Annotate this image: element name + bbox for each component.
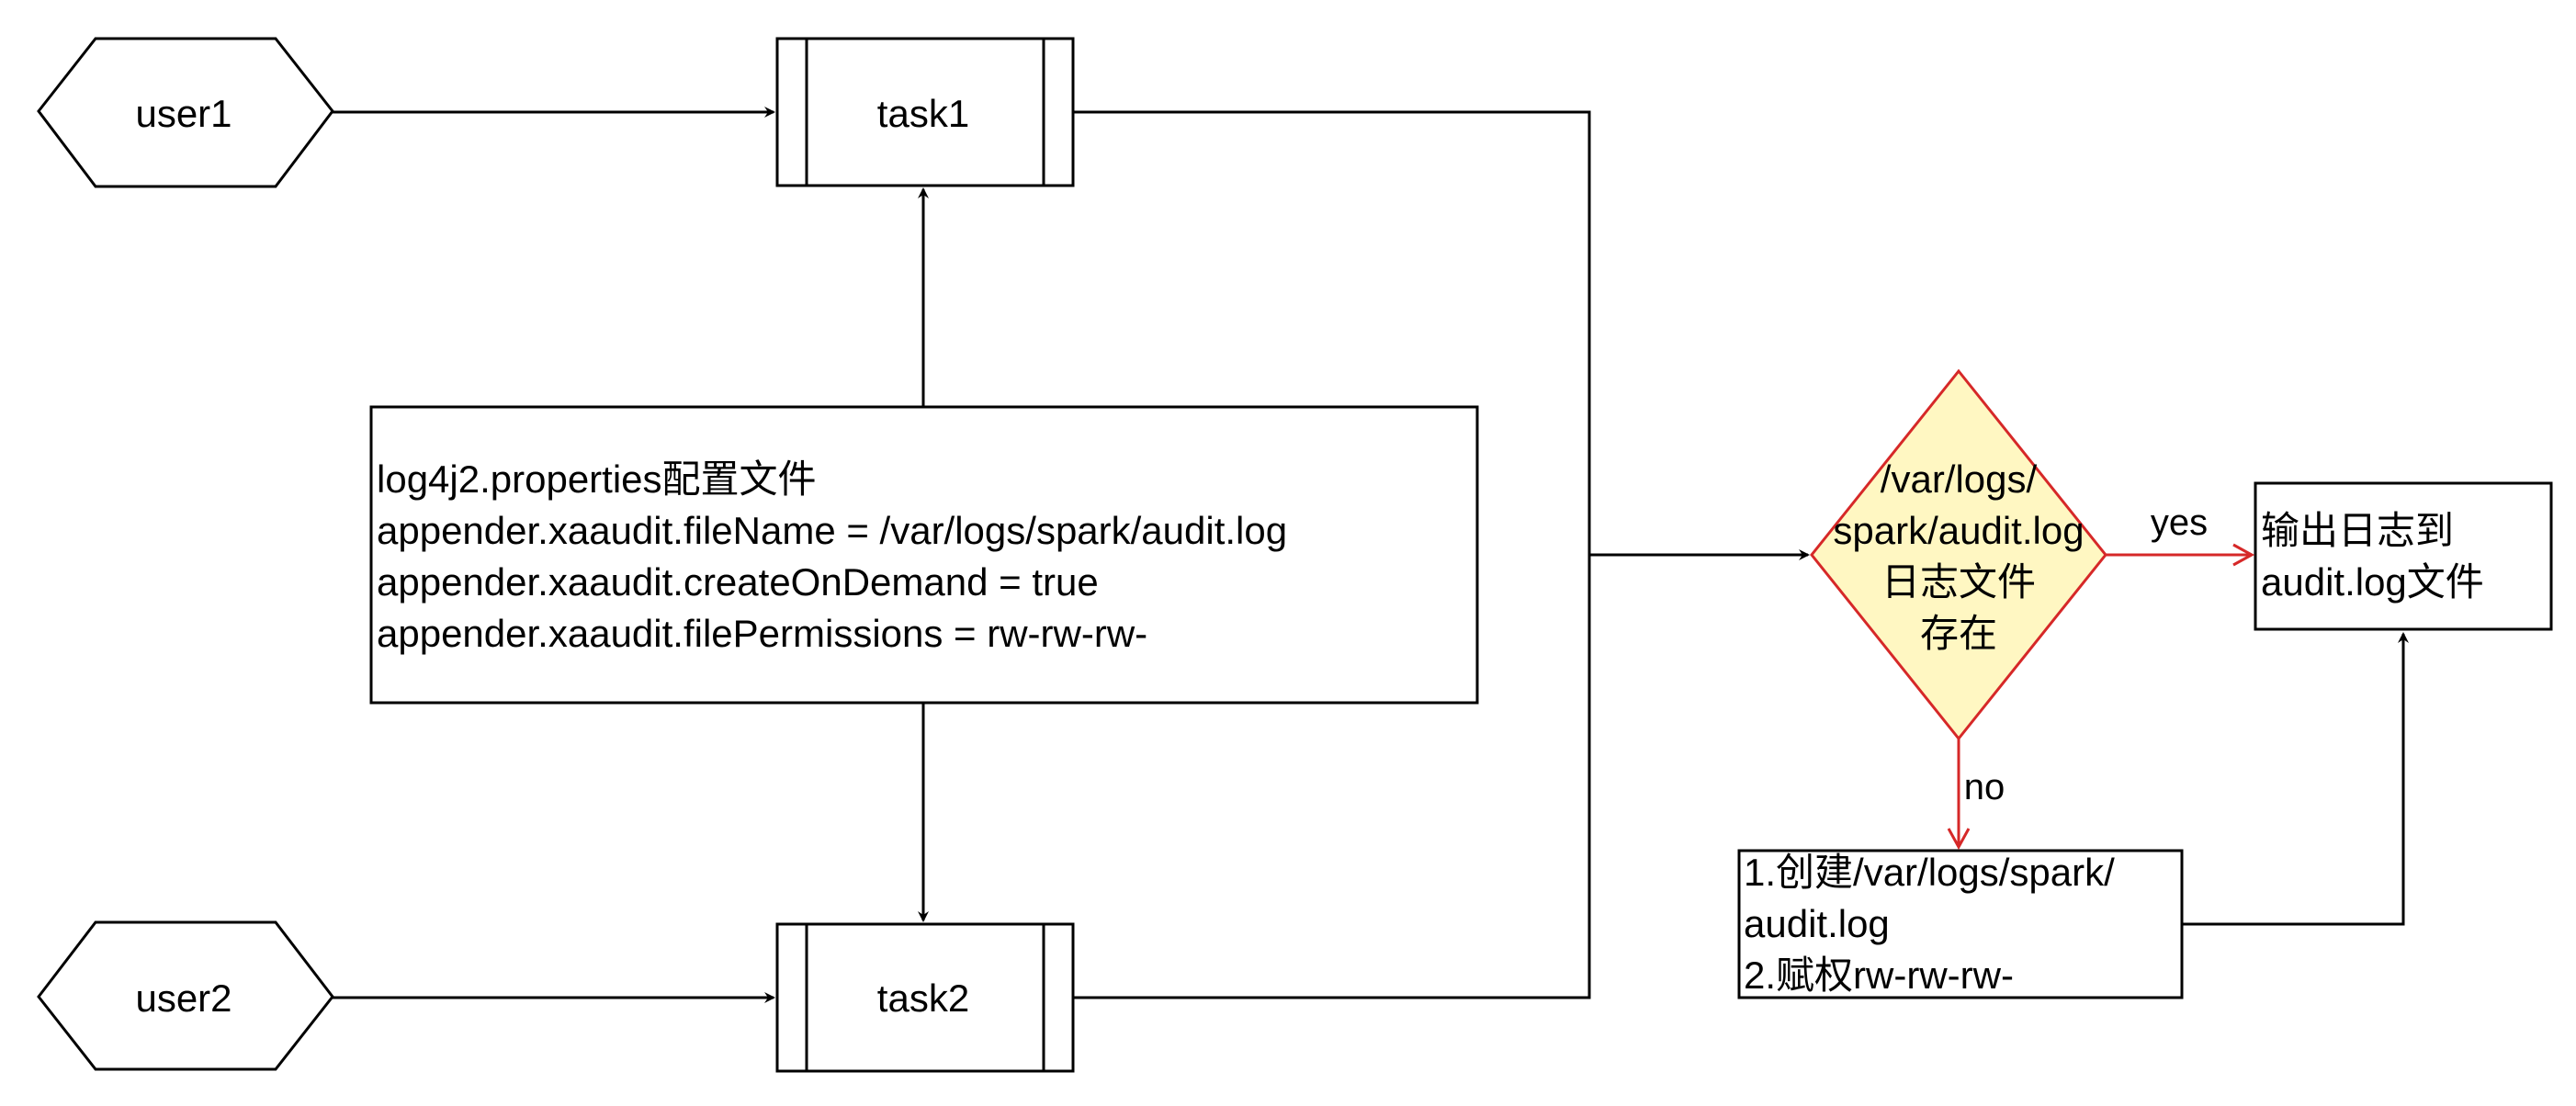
output-line-2: audit.log文件	[2261, 560, 2484, 604]
task2-node[interactable]: task2	[775, 922, 1075, 1073]
create-text: 1.创建/var/logs/spark/ audit.log 2.赋权rw-rw…	[1744, 847, 2115, 1001]
decision-line-3: 日志文件	[1881, 560, 2036, 604]
yes-label: yes	[2151, 502, 2208, 543]
output-line-1: 输出日志到	[2261, 509, 2455, 552]
task1-label: task1	[877, 92, 969, 135]
edge-create-output	[2182, 632, 2409, 926]
task1-node[interactable]: task1	[775, 37, 1075, 187]
user2-label: user2	[135, 976, 232, 1020]
config-line-4: appender.xaaudit.filePermissions = rw-rw…	[377, 612, 1148, 655]
config-box[interactable]	[369, 405, 1479, 705]
config-text: log4j2.properties配置文件 appender.xaaudit.f…	[377, 454, 1287, 660]
decision-line-1: /var/logs/	[1881, 457, 2038, 501]
decision-line-2: spark/audit.log	[1833, 509, 2084, 552]
config-line-3: appender.xaaudit.createOnDemand = true	[377, 560, 1099, 604]
no-label: no	[1964, 767, 2005, 807]
user2-node[interactable]: user2	[37, 920, 334, 1071]
create-line-2: audit.log	[1744, 902, 1890, 945]
create-line-3: 2.赋权rw-rw-rw-	[1744, 954, 2014, 997]
config-line-2: appender.xaaudit.fileName = /var/logs/sp…	[377, 509, 1288, 552]
decision-line-4: 存在	[1920, 612, 1997, 655]
config-line-1: log4j2.properties配置文件	[377, 457, 817, 501]
user1-node[interactable]: user1	[37, 37, 334, 188]
task2-label: task2	[877, 976, 969, 1020]
user1-label: user1	[135, 92, 232, 135]
output-box[interactable]	[2254, 481, 2553, 631]
output-text: 输出日志到 audit.log文件	[2261, 505, 2484, 608]
decision-diamond[interactable]	[1810, 368, 2107, 741]
decision-text: /var/logs/ spark/audit.log 日志文件 存在	[1833, 457, 2084, 655]
create-line-1: 1.创建/var/logs/spark/	[1744, 851, 2115, 894]
